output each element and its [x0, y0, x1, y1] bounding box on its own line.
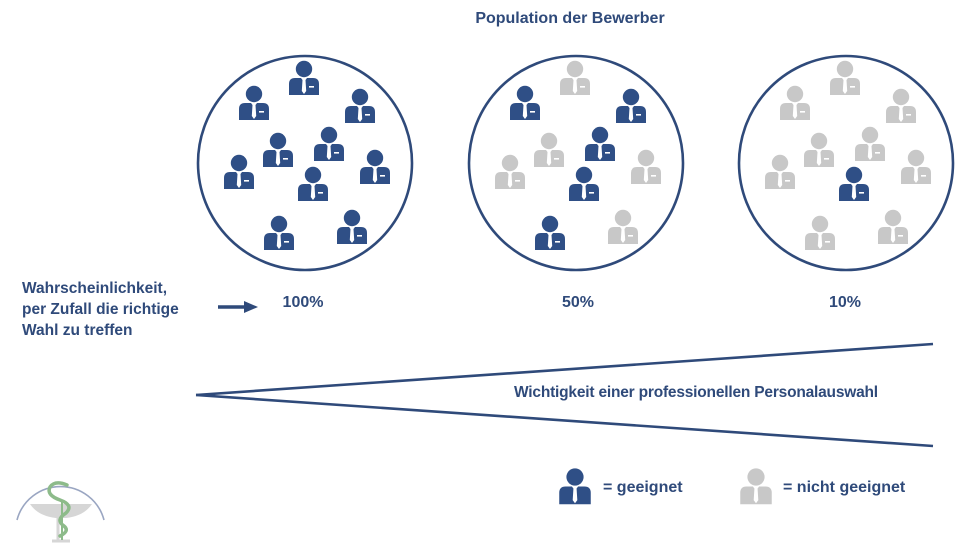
- probability-label-line-1: Wahrscheinlichkeit,: [22, 280, 167, 297]
- suitable-person-icon: [585, 126, 615, 161]
- suitable-person-icon: [289, 60, 319, 95]
- legend-unsuitable-label: = nicht geeignet: [783, 479, 906, 496]
- unsuitable-person-icon: [805, 215, 835, 250]
- unsuitable-person-icon: [855, 126, 885, 161]
- suitable-person-icon: [360, 149, 390, 184]
- suitable-person-icon: [224, 154, 254, 189]
- importance-wedge: [195, 342, 934, 448]
- probability-label-line-2: per Zufall die richtige: [22, 301, 179, 318]
- legend-suitable-person-icon: [559, 468, 591, 505]
- probability-label: Wahrscheinlichkeit, per Zufall die richt…: [22, 278, 179, 341]
- unsuitable-person-icon: [780, 85, 810, 120]
- percentage-population-1: 100%: [282, 294, 324, 311]
- suitable-person-icon: [298, 166, 328, 201]
- suitable-person-icon: [535, 215, 565, 250]
- suitable-person-icon: [569, 166, 599, 201]
- suitable-person-icon: [345, 88, 375, 123]
- population-circle-3: [737, 54, 955, 272]
- right-arrow-icon: [218, 301, 258, 313]
- suitable-person-icon: [239, 85, 269, 120]
- caduceus-bowl-logo: [16, 481, 105, 543]
- unsuitable-person-icon: [765, 154, 795, 189]
- legend-unsuitable-person-icon: [740, 468, 772, 505]
- suitable-person-icon: [616, 88, 646, 123]
- suitable-person-icon: [264, 215, 294, 250]
- suitable-person-icon: [510, 85, 540, 120]
- unsuitable-person-icon: [495, 154, 525, 189]
- unsuitable-person-icon: [560, 60, 590, 95]
- unsuitable-person-icon: [901, 149, 931, 184]
- unsuitable-person-icon: [830, 60, 860, 95]
- unsuitable-person-icon: [886, 88, 916, 123]
- suitable-person-icon: [314, 126, 344, 161]
- unsuitable-person-icon: [878, 209, 908, 244]
- suitable-person-icon: [839, 166, 869, 201]
- probability-label-line-3: Wahl zu treffen: [22, 322, 133, 339]
- diagram-title: Population der Bewerber: [475, 10, 665, 27]
- legend-suitable-label: = geeignet: [603, 479, 683, 496]
- unsuitable-person-icon: [608, 209, 638, 244]
- percentage-population-2: 50%: [561, 294, 595, 311]
- population-circle-2: [467, 54, 685, 272]
- suitable-person-icon: [263, 132, 293, 167]
- suitable-person-icon: [337, 209, 367, 244]
- unsuitable-person-icon: [804, 132, 834, 167]
- percentage-population-3: 10%: [828, 294, 862, 311]
- unsuitable-person-icon: [631, 149, 661, 184]
- unsuitable-person-icon: [534, 132, 564, 167]
- population-circle-1: [196, 54, 414, 272]
- importance-label: Wichtigkeit einer professionellen Person…: [514, 384, 878, 401]
